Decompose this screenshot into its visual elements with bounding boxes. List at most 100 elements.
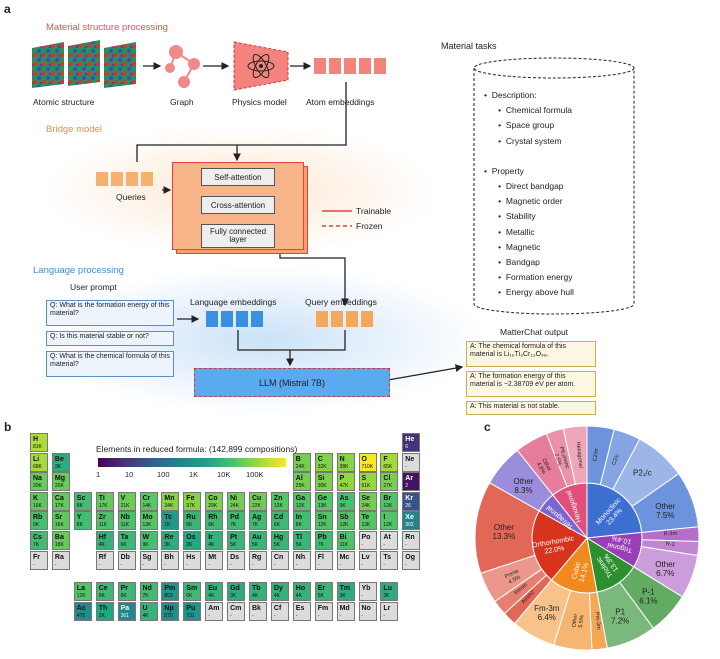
colorbar-tick: 1K [189,470,199,479]
element-count: 9K [339,502,346,509]
graph-icon [165,45,200,88]
element-count: 27K [383,483,393,490]
sunburst-outer-pct: 6.7% [656,569,674,578]
element-symbol: Rn [405,534,415,541]
element-count: 1K [164,522,171,529]
element-symbol: Si [317,475,325,483]
task-item: • Magnetic order [484,196,563,207]
element-count: 5K [295,542,302,548]
element-count: 7K [230,522,237,529]
element-symbol: Ta [120,534,129,541]
element-count: - [33,561,35,568]
element-symbol: Zr [98,514,106,522]
element-symbol: At [383,534,391,541]
element-symbol: K [33,494,39,502]
element-symbol: Se [361,494,371,502]
section-language-title: Language processing [33,265,124,276]
element-count: 34K [164,502,174,509]
colorbar-tick: 10K [217,470,231,479]
question-box-1: Q: What is the formation energy of this … [46,300,174,326]
element-count: 12K [383,502,393,509]
element-count: 68K [33,463,42,470]
element-symbol: Kr [405,494,414,502]
element-symbol: Fl [317,553,324,561]
element-symbol: Md [339,604,350,612]
element-count: - [405,463,407,470]
task-item: • Stability [484,211,536,222]
llm-box: LLM (Mistral 7B) [194,368,390,397]
section-structure-title: Material structure processing [46,22,168,33]
element-symbol: As [339,494,349,502]
element-symbol: C [317,455,323,463]
element-count: 4K [98,542,105,548]
element-count: - [339,561,342,568]
element-count: 26 [405,502,411,509]
element-symbol: Ca [54,494,64,502]
element-count: - [252,561,254,568]
element-cell-sg: Sg- [139,550,158,570]
element-count: - [361,561,364,568]
question-box-2: Q: Is this material stable or not? [46,331,174,346]
element-symbol: Tm [339,585,351,593]
task-item [484,149,574,164]
colorbar [98,458,286,467]
sunburst-outer-label: Other [655,560,675,569]
element-symbol: In [295,514,303,522]
element-symbol: Cf [273,604,282,612]
element-symbol: S [361,475,367,483]
element-symbol: Fr [33,553,40,561]
element-symbol: Ra [54,553,64,561]
sunburst-outer-pct: 8.3% [514,486,532,495]
element-symbol: Cs [33,534,42,541]
sunburst-outer-label: C2/c [611,453,621,466]
element-symbol: Hg [273,534,284,541]
element-count: 9K [33,522,40,529]
element-cell-fm: Fm- [314,601,333,621]
sunburst-outer-pct: 4.5% [508,575,522,586]
element-symbol: Ar [405,475,414,483]
colorbar-tick: 10 [125,470,134,479]
atomic-structure-image [32,40,136,88]
element-symbol: Sg [142,553,152,561]
element-symbol: H [33,436,39,443]
element-cell-mt: Mt- [205,550,224,570]
element-symbol: Ag [252,514,262,522]
element-count: 5K [273,542,281,548]
element-symbol: He [405,436,415,443]
element-symbol: La [76,585,85,593]
element-count: 13K [361,522,371,529]
element-count: 37K [186,502,196,509]
element-symbol: F [383,455,388,463]
element-symbol: U [142,604,148,612]
element-count: 18K [54,542,64,548]
element-count: 4K [208,593,215,600]
element-count: 8K [76,522,83,529]
element-symbol: Rg [252,553,262,561]
element-symbol: N [339,455,345,463]
element-count: 6K [98,593,105,600]
physics-model-icon [233,41,289,91]
element-symbol: Db [120,553,130,561]
task-item: • Energy above hull [484,287,574,298]
element-cell-ts: Ts- [380,550,399,570]
